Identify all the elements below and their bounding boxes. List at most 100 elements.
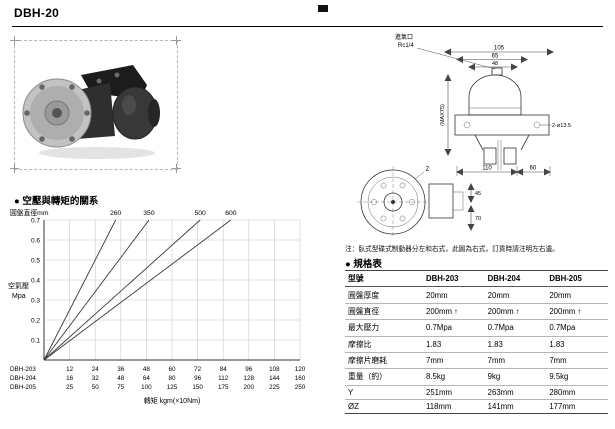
- spec-cell: 1.83: [484, 335, 547, 353]
- spec-cell: 7mm: [484, 351, 547, 369]
- spec-row-label: 圓盤直徑: [345, 302, 423, 320]
- dim-110: 110: [482, 166, 492, 172]
- z-label: Z: [426, 167, 430, 173]
- spec-section-title: ● 規格表: [345, 256, 382, 270]
- dim-65: 65: [492, 54, 499, 60]
- dim-hole: 2-ø13.5: [552, 123, 571, 129]
- brake-pad: [503, 147, 517, 165]
- torque-value: 175: [218, 384, 229, 391]
- leader-line: [414, 171, 425, 180]
- diameter-value-label: 350: [143, 210, 155, 217]
- flange-front-bolt-holes: [371, 182, 415, 222]
- flange-front-hub: [383, 192, 403, 212]
- photo-shadow: [39, 147, 155, 159]
- diameter-value-label: 500: [194, 210, 206, 217]
- y-tick-label: 0.3: [31, 297, 40, 304]
- spec-cell: 141mm: [484, 398, 547, 414]
- torque-value: 12: [66, 366, 74, 373]
- caliper-front-detail: [452, 191, 464, 211]
- spec-section-title-text: 規格表: [353, 259, 382, 270]
- y-axis-title-1: 空氣壓: [8, 281, 29, 290]
- torque-value: 24: [92, 366, 100, 373]
- torque-value: 125: [167, 384, 178, 391]
- torque-value: 16: [66, 375, 74, 382]
- spec-row-label: 最大壓力: [345, 319, 423, 336]
- spec-row-label: Y: [345, 384, 423, 400]
- spec-cell: 200mm ↑: [423, 302, 485, 320]
- torque-value: 128: [244, 375, 255, 382]
- hub-bore: [52, 108, 62, 118]
- spec-cell: 118mm: [423, 398, 485, 414]
- bolt: [96, 78, 102, 84]
- torque-value: 75: [117, 384, 125, 391]
- product-photo-illustration: [22, 65, 160, 159]
- caliper-arm-line: [474, 134, 484, 151]
- spec-cell: 9.5kg: [546, 368, 608, 386]
- spec-cell: 0.7Mpa: [423, 319, 485, 336]
- x-axis-title: 轉矩 kgm(×10Nm): [144, 396, 201, 405]
- chamber-cap: [148, 99, 160, 127]
- air-inlet-label: 進氣口: [395, 33, 413, 41]
- dim-max75: (MAX75): [440, 104, 446, 126]
- dim-48: 48: [492, 61, 498, 67]
- torque-value: 160: [295, 375, 306, 382]
- y-tick-label: 0.5: [31, 257, 40, 264]
- header-rule: [12, 26, 603, 27]
- torque-line-350: [43, 219, 150, 361]
- torque-line-500: [43, 219, 201, 361]
- torque-value: 150: [192, 384, 203, 391]
- torque-value: 72: [194, 366, 202, 373]
- spec-row-label: 摩擦片磨耗: [345, 351, 423, 369]
- torque-value: 48: [117, 375, 125, 382]
- registration-mark: [9, 163, 19, 173]
- spec-row-label: 圓盤厚度: [345, 286, 423, 304]
- registration-mark: [9, 35, 19, 45]
- spec-cell: 9kg: [484, 368, 547, 386]
- brake-pad: [483, 147, 497, 165]
- spec-row-label: 重量（約）: [345, 368, 423, 386]
- spec-cell: 8.5kg: [423, 368, 485, 386]
- chart-section-title-text: 空壓與轉矩的關系: [22, 196, 99, 207]
- y-tick-label: 0.1: [31, 337, 40, 344]
- torque-row-label: DBH-204: [10, 375, 36, 382]
- torque-value: 96: [245, 366, 253, 373]
- dim-70: 70: [475, 216, 481, 222]
- spec-cell: 0.7Mpa: [484, 319, 547, 336]
- torque-value: 100: [141, 384, 152, 391]
- spec-cell: 177mm: [546, 398, 608, 414]
- torque-value: 25: [66, 384, 74, 391]
- mount-hole: [533, 121, 541, 129]
- torque-value: 48: [143, 366, 151, 373]
- spec-row-label: 摩擦比: [345, 335, 423, 353]
- leader-line: [416, 47, 496, 70]
- spec-cell: 0.7Mpa: [546, 319, 608, 336]
- dim-105: 105: [494, 46, 505, 52]
- spec-cell: 20mm: [546, 286, 608, 304]
- diameter-value-label: 260: [110, 210, 122, 217]
- chart-section-title: ● 空壓與轉矩的關系: [14, 193, 98, 207]
- flange-front-outer: [360, 169, 426, 235]
- spec-cell: 7mm: [423, 351, 485, 369]
- spec-column-header: DBH-205: [546, 270, 608, 288]
- torque-value: 144: [269, 375, 280, 382]
- bullet-icon: ●: [345, 259, 351, 270]
- spec-cell: 1.83: [546, 335, 608, 353]
- torque-line-600: [43, 219, 232, 361]
- torque-value: 225: [269, 384, 280, 391]
- diameter-value-label: 600: [225, 210, 237, 217]
- highlight: [122, 95, 136, 115]
- spec-cell: 200mm ↑: [546, 302, 608, 320]
- mount-hole: [463, 121, 471, 129]
- spec-cell: 263mm: [484, 384, 547, 400]
- product-photo-frame: [14, 40, 178, 170]
- torque-line-260: [43, 219, 117, 361]
- torque-row-label: DBH-203: [10, 366, 36, 373]
- spec-column-header: 型號: [345, 270, 423, 288]
- inlet-port: [491, 67, 503, 76]
